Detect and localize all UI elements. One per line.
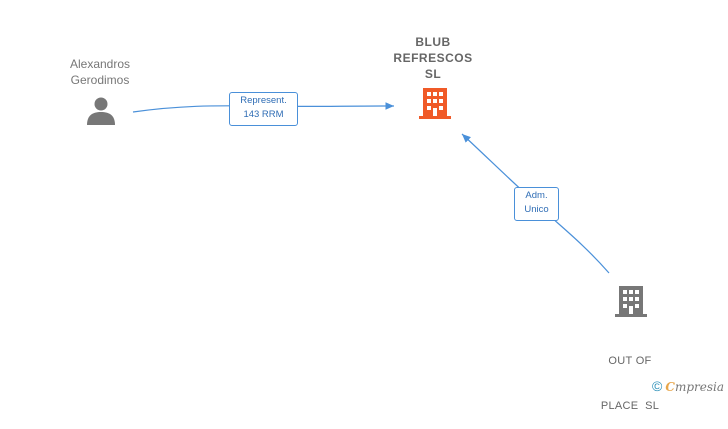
edge-label-adm-unico: Adm. Unico (514, 187, 559, 221)
copyright-icon: © (652, 378, 663, 394)
person-name-line2: Gerodimos (70, 73, 130, 87)
edge-label-adm-line1: Adm. (525, 190, 548, 201)
building-icon[interactable] (419, 88, 451, 119)
other-company-label[interactable]: OUT OF PLACE SL (580, 324, 680, 429)
edge-label-adm-line2: Unico (524, 204, 549, 215)
diagram-canvas (87, 88, 647, 317)
edge-label-represent: Represent. 143 RRM (229, 92, 298, 126)
brand-name: Cmpresia (665, 380, 724, 394)
person-icon[interactable] (87, 97, 115, 126)
main-company-line2: REFRESCOS (393, 51, 473, 65)
main-company-label[interactable]: BLUB REFRESCOS SL (373, 34, 493, 82)
person-name-label: Alexandros Gerodimos (50, 56, 150, 88)
main-company-line1: BLUB (415, 35, 451, 49)
empresia-watermark: ©Cmpresia (652, 378, 724, 394)
edge-label-represent-line2: 143 RRM (243, 109, 284, 120)
main-company-line3: SL (424, 67, 442, 81)
other-company-line1: OUT OF (608, 355, 652, 367)
person-name-line1: Alexandros (69, 57, 131, 71)
edge-label-represent-line1: Represent. (240, 95, 287, 106)
other-company-line2: PLACE SL (600, 400, 660, 412)
building-icon[interactable] (615, 286, 647, 317)
